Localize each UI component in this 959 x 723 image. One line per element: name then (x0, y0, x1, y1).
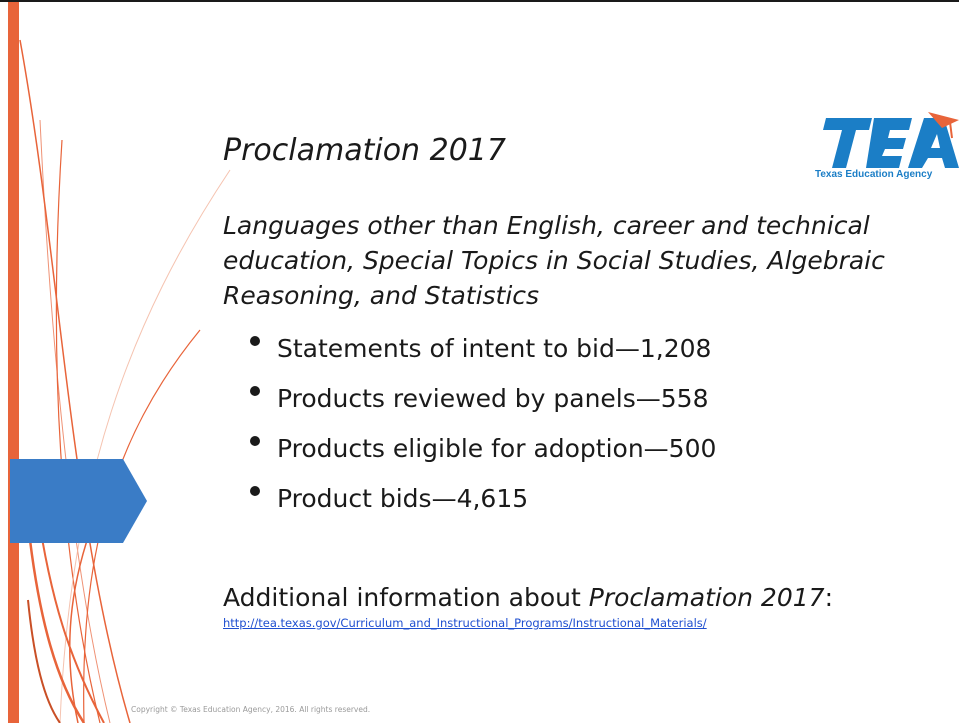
arrow-shape (10, 459, 147, 543)
list-item: Statements of intent to bid—1,208 (250, 334, 716, 364)
list-item: Product bids—4,615 (250, 484, 716, 514)
logo-caption: Texas Education Agency (815, 169, 933, 180)
resource-link[interactable]: http://tea.texas.gov/Curriculum_and_Inst… (223, 616, 707, 630)
bullet-text: Products eligible for adoption—500 (277, 434, 717, 463)
more-info-text: Additional information about Proclamatio… (223, 583, 833, 612)
bullet-icon (250, 386, 260, 396)
bullet-icon (250, 436, 260, 446)
slide-title: Proclamation 2017 (223, 133, 506, 168)
list-item: Products eligible for adoption—500 (250, 434, 716, 464)
bullet-icon (250, 486, 260, 496)
more-info-emphasis: Proclamation 2017 (588, 583, 825, 612)
slide-border-top (0, 0, 959, 2)
left-accent-band (8, 0, 19, 723)
slide-subtitle: Languages other than English, career and… (223, 211, 885, 310)
copyright-footer: Copyright © Texas Education Agency, 2016… (131, 705, 371, 714)
bullet-text: Product bids—4,615 (277, 484, 529, 513)
stats-list: Statements of intent to bid—1,208 Produc… (250, 334, 716, 534)
more-info-prefix: Additional information about (223, 583, 589, 612)
bullet-text: Products reviewed by panels—558 (277, 384, 709, 413)
tea-wordmark-icon (823, 112, 959, 168)
bullet-icon (250, 336, 260, 346)
bullet-text: Statements of intent to bid—1,208 (277, 334, 712, 363)
list-item: Products reviewed by panels—558 (250, 384, 716, 414)
more-info-suffix: : (824, 583, 833, 612)
tea-logo: Texas Education Agency (808, 108, 959, 186)
